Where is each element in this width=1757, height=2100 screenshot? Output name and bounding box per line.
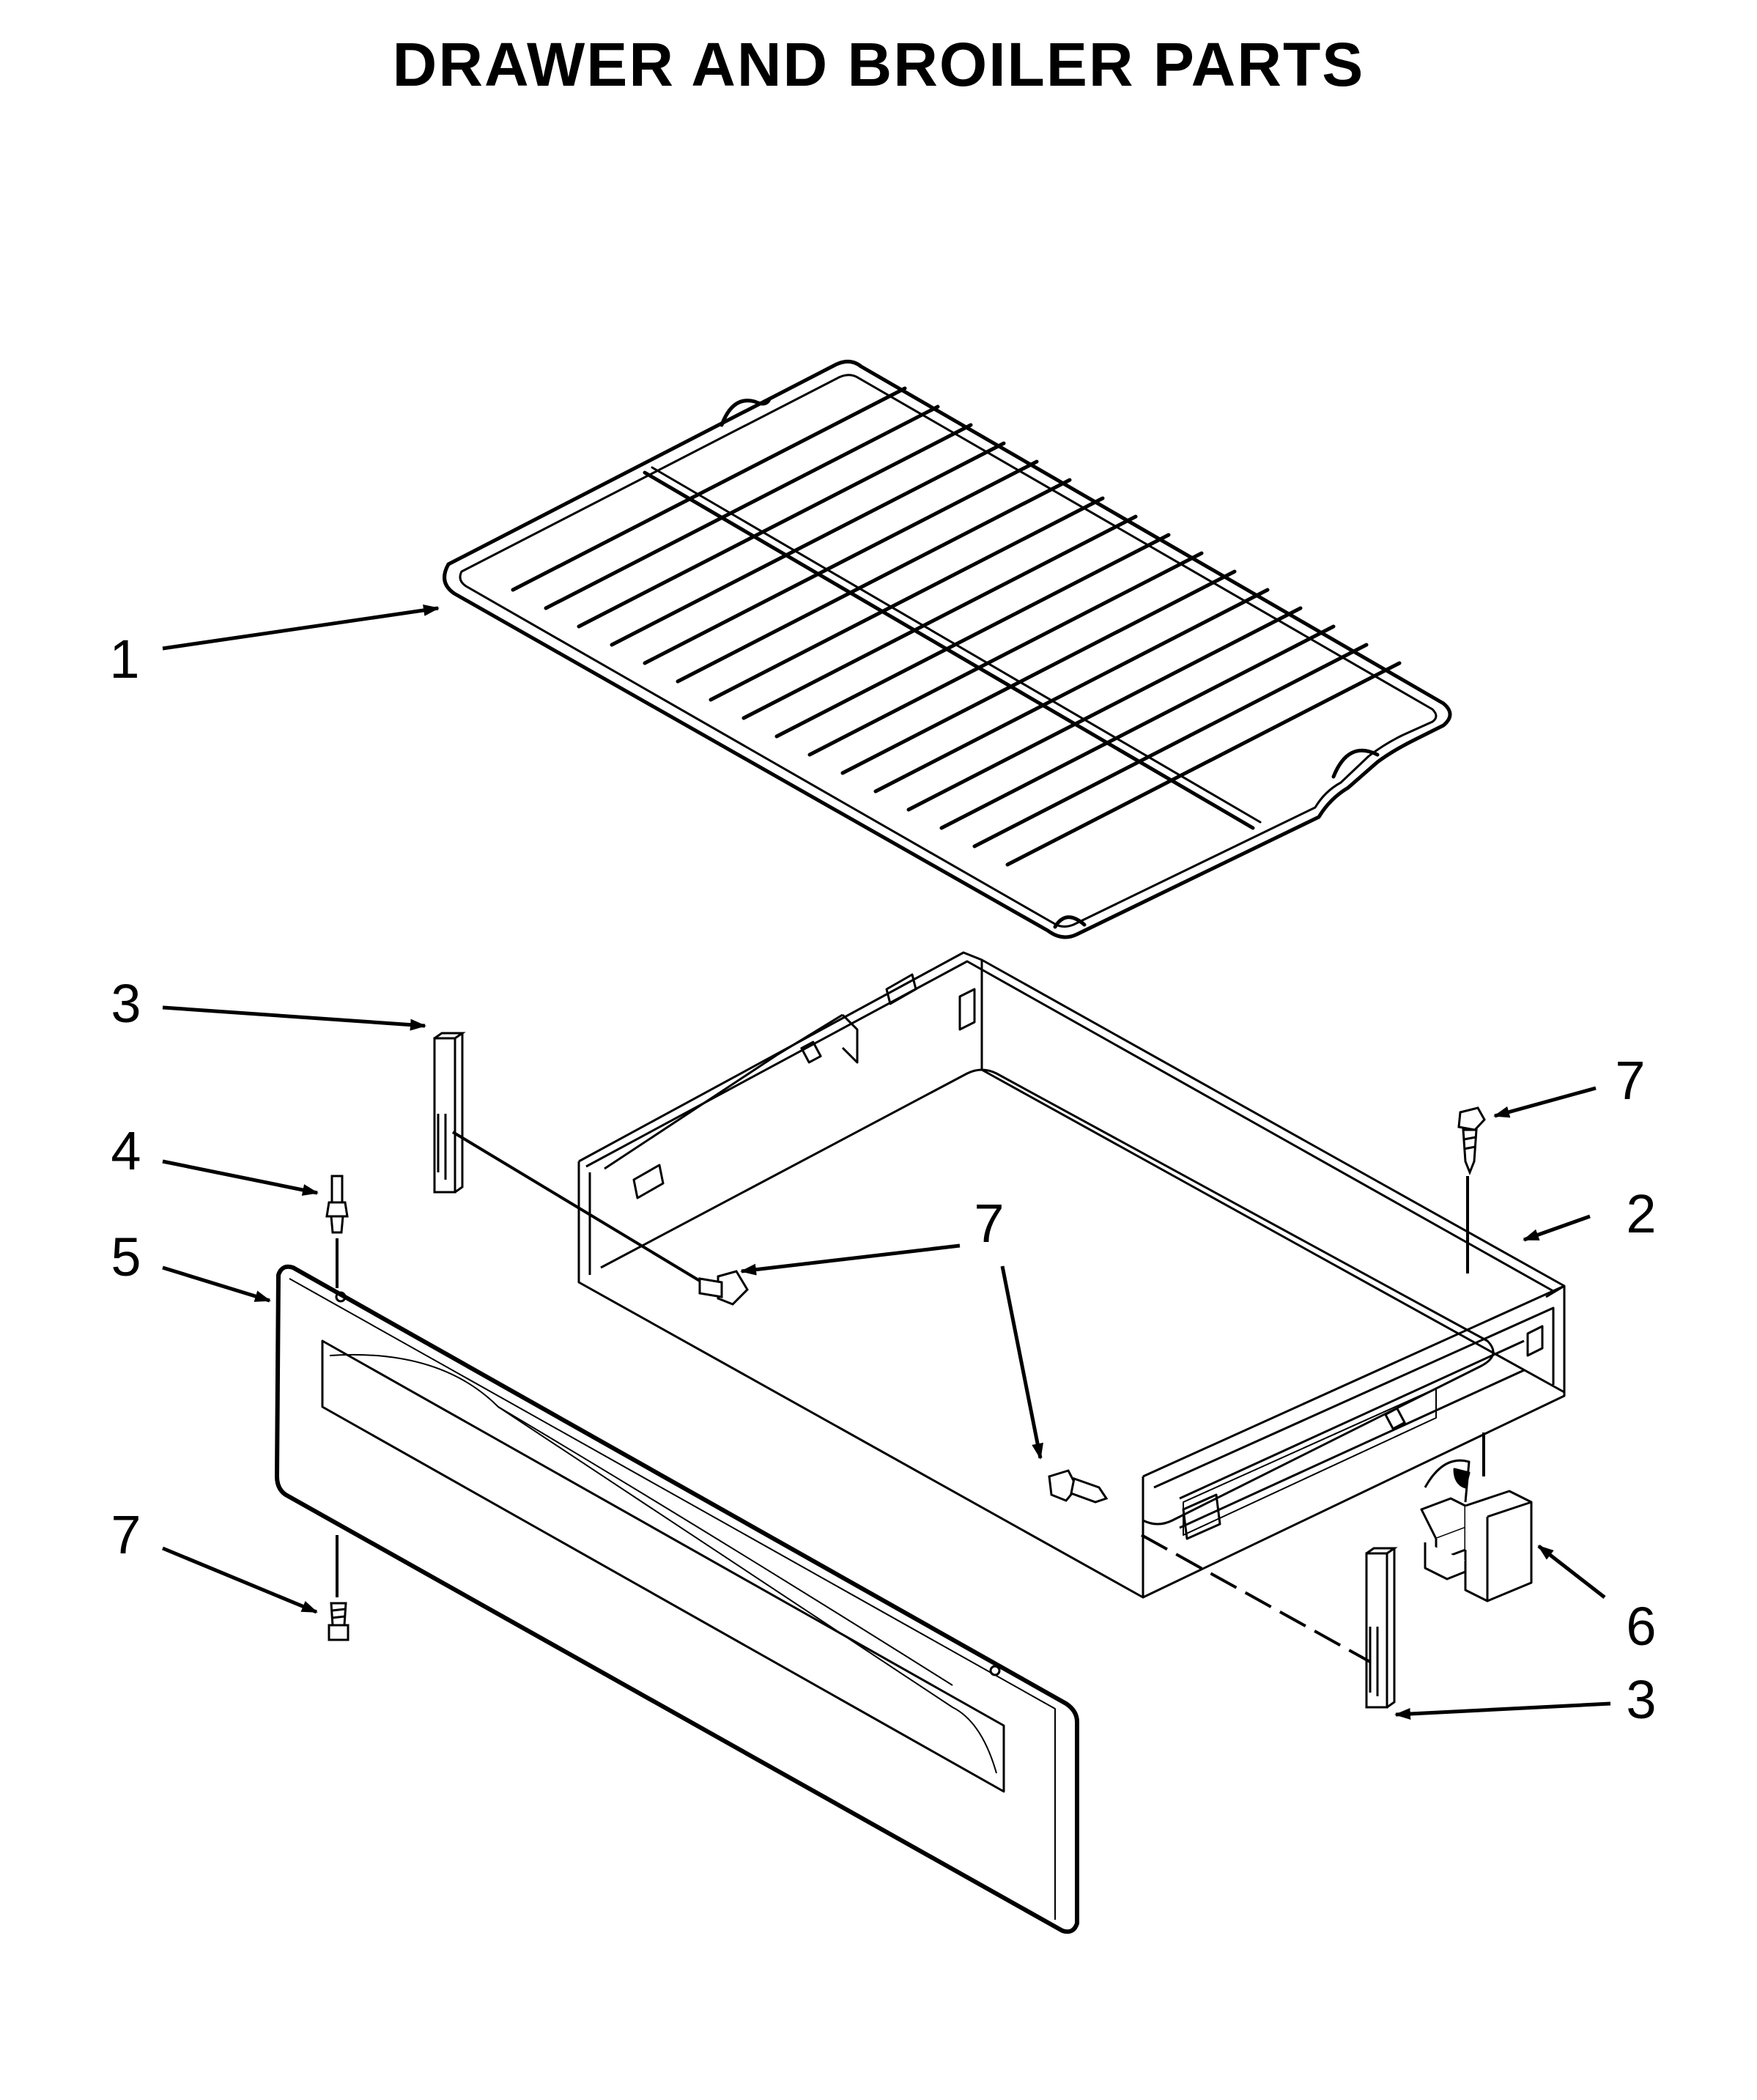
assembly-lines — [336, 1131, 1485, 1663]
callout-5: 5 — [111, 1227, 141, 1287]
arrow-7-bottom-left — [162, 1546, 318, 1614]
callout-3-right: 3 — [1626, 1669, 1656, 1730]
callout-7-bottom-left: 7 — [111, 1504, 141, 1565]
drawer-front-panel — [275, 1264, 1079, 1934]
arrow-6 — [1537, 1545, 1606, 1599]
screw-center — [698, 1270, 749, 1306]
arrow-7-center — [740, 1243, 961, 1276]
callout-1: 1 — [109, 629, 139, 689]
broiler-bracket — [1420, 1459, 1533, 1602]
callout-3-left: 3 — [111, 973, 141, 1034]
arrow-3-right — [1394, 1701, 1611, 1720]
callout-4: 4 — [111, 1120, 141, 1181]
screw-top-right — [1457, 1106, 1486, 1176]
shoulder-stud — [325, 1175, 349, 1234]
arrow-7-top-right — [1493, 1086, 1597, 1118]
callout-6: 6 — [1626, 1596, 1656, 1657]
arrow-4 — [162, 1159, 319, 1196]
arrow-5 — [162, 1265, 271, 1303]
callout-2: 2 — [1626, 1183, 1656, 1244]
screw-drawer-front — [1048, 1469, 1109, 1504]
arrow-2 — [1523, 1214, 1591, 1242]
drawer-box — [577, 951, 1566, 1599]
callout-7-top-right: 7 — [1615, 1050, 1645, 1111]
arrow-1 — [162, 604, 440, 651]
drawer-slide-right — [1365, 1547, 1398, 1709]
arrow-3-left — [162, 1005, 426, 1031]
screw-bottom-left — [328, 1602, 349, 1641]
oven-rack — [443, 360, 1452, 939]
drawer-slide-left — [433, 1032, 466, 1194]
callout-7-center: 7 — [974, 1193, 1004, 1254]
arrow-7-drawer — [1000, 1265, 1043, 1460]
callout-arrows — [162, 604, 1611, 1720]
page-title: DRAWER AND BROILER PARTS — [392, 30, 1365, 99]
